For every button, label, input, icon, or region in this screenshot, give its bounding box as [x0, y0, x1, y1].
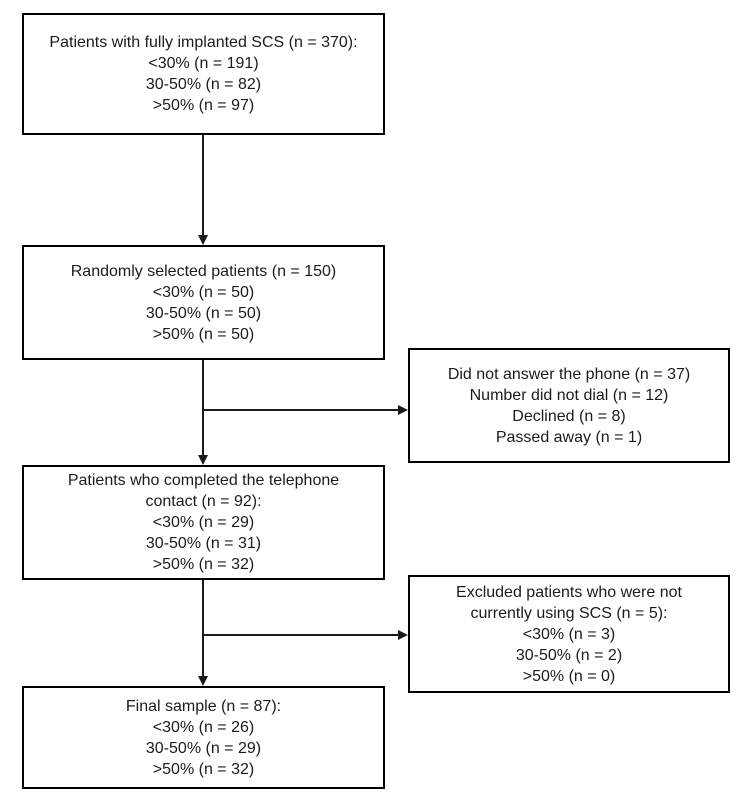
box-title-line: currently using SCS (n = 5):	[470, 604, 668, 622]
flow-box-did-not-answer: Did not answer the phone (n = 37) Number…	[408, 348, 730, 463]
box-text-line: <30% (n = 50)	[152, 283, 255, 301]
box-text-line: >50% (n = 32)	[152, 556, 255, 573]
arrow-right-icon	[398, 405, 408, 415]
box-text-line: 30-50% (n = 29)	[145, 739, 262, 757]
box-text-line: >50% (n = 50)	[152, 325, 255, 343]
box-text-line: Passed away (n = 1)	[495, 428, 643, 446]
flow-box-final-sample: Final sample (n = 87): <30% (n = 26) 30-…	[22, 686, 385, 789]
connector-random-to-completed	[202, 360, 204, 456]
connector-random-to-did-not-answer	[203, 409, 398, 411]
box-text-line: <30% (n = 191)	[148, 55, 259, 72]
box-text-line: >50% (n = 32)	[152, 760, 255, 778]
box-title-line: contact (n = 92):	[145, 493, 262, 510]
arrow-right-icon	[398, 630, 408, 640]
box-text-line: Number did not dial (n = 12)	[469, 386, 669, 404]
box-text-line: 30-50% (n = 31)	[145, 535, 262, 552]
box-title-line: Excluded patients who were not	[456, 583, 682, 601]
box-text-line: <30% (n = 29)	[152, 514, 255, 531]
flow-box-randomly-selected: Randomly selected patients (n = 150) <30…	[22, 245, 385, 360]
flow-box-implanted-scs: Patients with fully implanted SCS (n = 3…	[22, 13, 385, 135]
connector-implanted-to-random	[202, 135, 204, 236]
box-text-line: 30-50% (n = 2)	[515, 646, 623, 664]
box-title-line: Patients with fully implanted SCS (n = 3…	[49, 34, 358, 51]
box-text-line: <30% (n = 3)	[522, 625, 616, 643]
box-title-line: Patients who completed the telephone	[67, 472, 340, 489]
flow-box-excluded-not-using-scs: Excluded patients who were not currently…	[408, 575, 730, 693]
box-text-line: Declined (n = 8)	[512, 407, 626, 425]
box-text-line: 30-50% (n = 82)	[145, 76, 262, 93]
box-title-line: Randomly selected patients (n = 150)	[70, 262, 337, 280]
box-text-line: >50% (n = 0)	[522, 667, 616, 685]
arrow-down-icon	[198, 235, 208, 245]
connector-completed-to-excluded	[203, 634, 398, 636]
box-text-line: <30% (n = 26)	[152, 718, 255, 736]
box-text-line: 30-50% (n = 50)	[145, 304, 262, 322]
arrow-down-icon	[198, 676, 208, 686]
box-text-line: >50% (n = 97)	[152, 97, 255, 114]
connector-completed-to-final	[202, 580, 204, 677]
box-text-line: Did not answer the phone (n = 37)	[447, 365, 691, 383]
flow-box-completed-contact: Patients who completed the telephone con…	[22, 465, 385, 580]
arrow-down-icon	[198, 455, 208, 465]
box-title-line: Final sample (n = 87):	[125, 697, 282, 715]
